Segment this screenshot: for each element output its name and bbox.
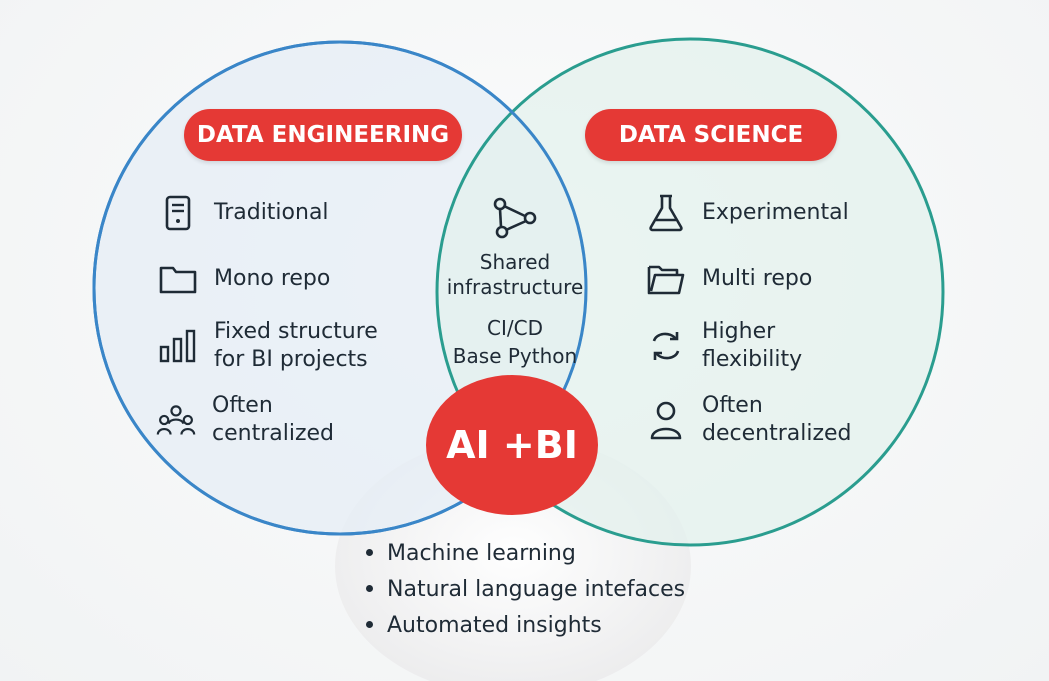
network-icon [492,196,538,244]
science-item-experimental: Experimental [646,193,849,233]
bullet-dot [366,584,373,592]
data-science-title: DATA SCIENCE [585,109,837,161]
science-item-label: Higher flexibility [702,319,803,372]
science-item-label: Experimental [702,200,849,225]
server-icon [158,193,198,233]
bullet-dot [366,620,373,628]
science-item-label: Multi repo [702,266,813,291]
engineering-item-traditional: Traditional [158,193,329,233]
ai-bi-bullet: Machine learning [366,536,685,572]
flask-icon [646,193,686,233]
folder-icon [158,259,198,299]
shared-infrastructure-label: Shared infrastructure [446,250,584,299]
engineering-item-fixed-structure: Fixed structure for BI projects [158,318,378,374]
data-engineering-title: DATA ENGINEERING [184,109,462,161]
shared-infrastructure-detail: CI/CD Base Python [452,316,578,368]
engineering-item-label: Mono repo [214,266,331,291]
engineering-item-centralized: Often centralized [156,392,334,448]
science-item-label: Often decentralized [702,393,852,446]
ai-bi-bullet: Automated insights [366,608,685,644]
engineering-item-mono-repo: Mono repo [158,259,330,299]
ai-bi-bullet-list: Machine learning Natural language intefa… [366,536,685,644]
swap-arrows-icon [646,326,686,366]
science-item-flexibility: Higher flexibility [646,318,802,374]
person-icon [646,400,686,440]
science-item-decentralized: Often decentralized [646,392,852,448]
science-item-multi-repo: Multi repo [646,259,812,299]
bar-chart-icon [158,326,198,366]
engineering-item-label: Often centralized [212,393,334,446]
engineering-item-label: Fixed structure for BI projects [214,319,378,372]
ai-bi-bullet: Natural language intefaces [366,572,685,608]
ai-bi-badge: AI +BI [426,375,598,515]
engineering-item-label: Traditional [214,200,329,225]
folders-icon [646,259,686,299]
bullet-dot [366,548,373,556]
group-icon [156,400,196,440]
